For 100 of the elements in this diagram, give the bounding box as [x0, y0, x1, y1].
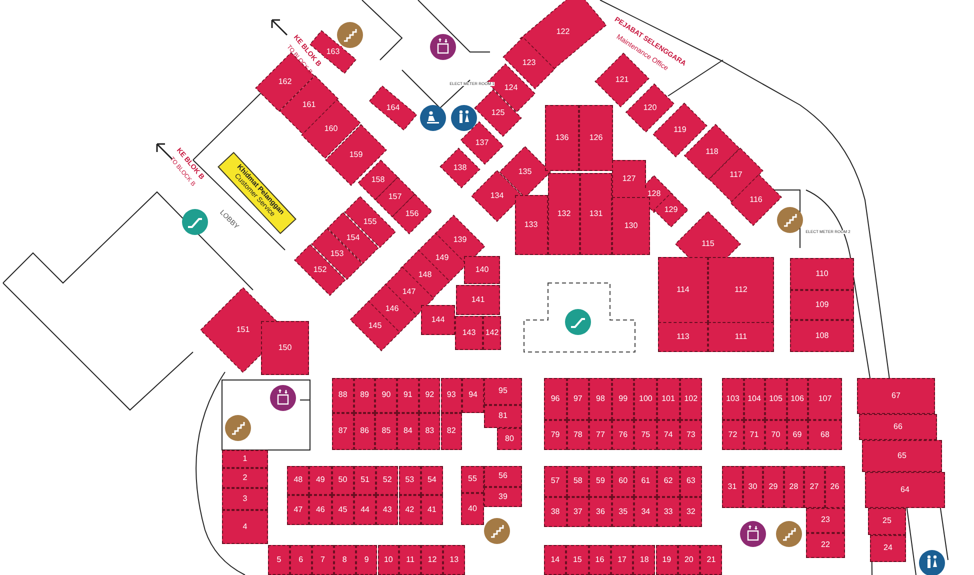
unit-number: 149 — [435, 254, 449, 262]
shop-unit — [722, 378, 744, 420]
shop-unit — [544, 545, 566, 575]
unit-number: 120 — [643, 104, 657, 112]
shop-unit — [456, 285, 500, 315]
unit-number: 38 — [550, 508, 560, 516]
shop-unit — [612, 420, 634, 450]
unit-number: 156 — [405, 210, 419, 218]
unit-number: 152 — [313, 266, 327, 274]
unit-number: 94 — [468, 391, 478, 400]
unit-number: 37 — [573, 508, 582, 516]
shop-unit — [418, 378, 440, 413]
shop-unit — [862, 440, 942, 472]
unit-number: 57 — [550, 477, 560, 486]
unit-number: 134 — [490, 192, 504, 200]
shop-unit — [765, 420, 786, 450]
shop-unit — [398, 466, 421, 495]
unit-number: 60 — [618, 477, 628, 486]
unit-number: 108 — [815, 332, 829, 340]
unit-number: 100 — [639, 394, 652, 404]
shop-unit — [566, 420, 590, 450]
unit-number: 105 — [769, 394, 782, 404]
unit-number: 146 — [385, 304, 399, 314]
unit-number: 119 — [674, 126, 686, 134]
shop-unit — [612, 160, 646, 198]
unit-number: 19 — [662, 556, 672, 564]
unit-number: 13 — [450, 556, 459, 564]
unit-number: 90 — [382, 391, 391, 400]
shop-unit — [332, 466, 354, 495]
unit-number: 63 — [686, 477, 696, 486]
unit-number: 85 — [382, 427, 391, 436]
shop-unit — [287, 495, 310, 525]
unit-number: 129 — [664, 206, 678, 214]
unit-number: 76 — [618, 430, 628, 440]
unit-number: 45 — [338, 506, 348, 514]
shop-unit — [612, 466, 634, 497]
shop-unit — [421, 305, 455, 335]
unit-number: 101 — [662, 394, 675, 404]
unit-number: 114 — [676, 286, 690, 294]
shop-unit — [222, 450, 268, 468]
shop-unit — [680, 420, 702, 450]
unit-number: 64 — [900, 486, 910, 494]
unit-number: 144 — [431, 316, 445, 324]
shop-unit — [566, 378, 590, 420]
shop-unit — [222, 468, 268, 488]
shop-unit — [484, 466, 522, 487]
shop-unit — [356, 545, 378, 575]
shop-unit — [742, 466, 763, 508]
unit-number: 30 — [748, 482, 758, 492]
unit-number: 160 — [324, 124, 338, 134]
shop-unit — [544, 420, 567, 450]
unit-number: 106 — [790, 394, 804, 404]
unit-number: 39 — [498, 492, 508, 502]
shop-unit — [461, 493, 484, 525]
shop-unit — [634, 420, 657, 450]
unit-number: 74 — [664, 430, 673, 440]
unit-number: 73 — [686, 430, 696, 440]
unit-number: 2 — [242, 474, 248, 482]
unit-number: 6 — [298, 556, 304, 564]
unit-number: 151 — [236, 326, 250, 334]
shop-unit — [222, 488, 268, 510]
shop-unit — [763, 466, 784, 508]
shop-unit — [744, 378, 765, 420]
unit-number: 148 — [418, 270, 432, 280]
unit-number: 153 — [330, 250, 344, 258]
unit-number: 70 — [771, 430, 780, 440]
shop-unit — [680, 378, 702, 420]
unit-number: 136 — [555, 134, 569, 142]
unit-number: 43 — [382, 506, 392, 514]
unit-number: 42 — [405, 506, 414, 514]
shop-unit — [397, 378, 419, 413]
shop-unit — [865, 472, 945, 508]
unit-number: 158 — [371, 176, 385, 184]
shop-unit — [332, 378, 354, 413]
shop-unit — [579, 105, 613, 171]
unit-number: 59 — [596, 477, 605, 486]
unit-number: 78 — [573, 430, 582, 440]
unit-number: 53 — [405, 476, 414, 485]
unit-number: 62 — [664, 477, 673, 486]
unit-number: 98 — [596, 394, 605, 404]
unit-number: 80 — [505, 434, 514, 444]
shop-unit — [765, 378, 786, 420]
unit-number: 36 — [596, 508, 605, 516]
unit-number: 131 — [589, 210, 603, 218]
shop-unit — [332, 413, 354, 450]
unit-number: 125 — [491, 108, 505, 118]
shop-unit — [634, 497, 657, 527]
unit-number: 31 — [728, 482, 737, 492]
shop-unit — [354, 466, 376, 495]
shop-unit — [420, 495, 444, 525]
unit-number: 135 — [518, 168, 532, 176]
shop-unit — [658, 257, 708, 323]
unit-number: 23 — [821, 516, 830, 525]
unit-number: 52 — [382, 476, 392, 485]
shop-unit — [806, 508, 845, 533]
unit-number: 72 — [728, 430, 738, 440]
unit-number: 67 — [892, 392, 900, 400]
shop-unit — [657, 497, 680, 527]
unit-number: 58 — [573, 477, 582, 486]
shop-unit — [824, 466, 845, 508]
